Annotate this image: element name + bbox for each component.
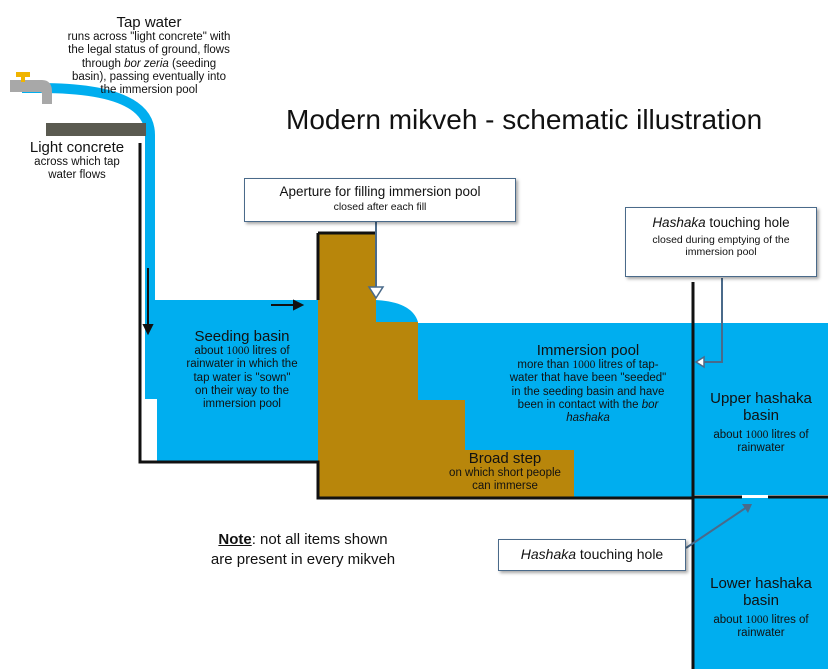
- note-label: Note: not all items shown are present in…: [183, 530, 423, 569]
- lower-hashaka-label: Lower hashaka basin about 1000 litres of…: [694, 575, 828, 640]
- lower-hashaka-line-2: rainwater: [737, 626, 785, 639]
- broad-step-line-1: on which short people: [449, 467, 561, 480]
- lower-hashaka-heading-2: basin: [743, 592, 779, 610]
- tap-water-heading: Tap water: [116, 14, 182, 31]
- hashaka-hole-arrow-bottom: [685, 504, 752, 549]
- tap-water-line-1: runs across "light concrete" with: [67, 31, 231, 44]
- aperture-callout: Aperture for filling immersion pool clos…: [244, 178, 516, 222]
- seeding-basin-line-3: tap water is "sown": [193, 371, 291, 384]
- light-concrete-label: Light concrete across which tap water fl…: [12, 139, 142, 183]
- note-line-2: are present in every mikveh: [210, 550, 396, 568]
- seeding-basin-line-4: on their way to the: [195, 384, 289, 397]
- immersion-pool-line-2: water that have been "seeded": [509, 372, 667, 385]
- light-concrete-slab: [46, 123, 146, 136]
- upper-hashaka-label: Upper hashaka basin about 1000 litres of…: [694, 390, 828, 455]
- flow-arrows: [142, 268, 305, 336]
- immersion-pool-label: Immersion pool more than 1000 litres of …: [493, 342, 683, 425]
- immersion-pool-line-5: hashaka: [566, 412, 610, 425]
- tap-water-line-5: the immersion pool: [100, 84, 198, 97]
- light-concrete-heading: Light concrete: [29, 139, 125, 156]
- hashaka-hole-top-line-2: immersion pool: [685, 246, 757, 258]
- faucet-handle-icon: [16, 72, 30, 77]
- broad-step-heading: Broad step: [468, 450, 542, 467]
- hashaka-hole-top-callout: Hashaka touching hole closed during empt…: [625, 207, 817, 277]
- lower-hashaka-heading-1: Lower hashaka: [710, 575, 812, 592]
- hashaka-hole-top-line-1: closed during emptying of the: [652, 234, 790, 246]
- immersion-pool-line-4: been in contact with the bor: [517, 398, 659, 411]
- seeding-basin-line-2: rainwater in which the: [186, 358, 298, 371]
- seeding-basin-line-5: immersion pool: [203, 398, 281, 411]
- diagram-title: Modern mikveh - schematic illustration: [286, 104, 763, 135]
- immersion-pool-line-3: in the seeding basin and have: [511, 385, 665, 398]
- upper-hashaka-line-2: rainwater: [737, 441, 785, 454]
- hashaka-hole-bottom-label: Hashaka touching hole: [520, 546, 664, 562]
- upper-hashaka-line-1: about 1000 litres of: [713, 428, 809, 441]
- immersion-pool-heading: Immersion pool: [536, 342, 640, 359]
- immersion-pool-line-1: more than 1000 litres of tap-: [517, 359, 659, 372]
- broad-step-line-2: can immerse: [472, 480, 538, 493]
- aperture-desc: closed after each fill: [333, 201, 427, 213]
- tap-water-label: Tap water runs across "light concrete" w…: [34, 14, 264, 97]
- light-concrete-line-2: water flows: [48, 169, 106, 182]
- tap-water-line-3: through bor zeria (seeding: [81, 57, 217, 70]
- seeding-basin-label: Seeding basin about 1000 litres of rainw…: [172, 328, 312, 411]
- upper-hashaka-heading-1: Upper hashaka: [710, 390, 812, 407]
- note-line-1: Note: not all items shown: [218, 531, 388, 548]
- aperture-arrow: [367, 222, 385, 300]
- tap-water-line-2: the legal status of ground, flows: [68, 44, 230, 57]
- upper-hashaka-heading-2: basin: [743, 407, 779, 425]
- faucet-icon: [10, 80, 52, 104]
- aperture-water-flow: [318, 300, 418, 322]
- seeding-basin-water: [157, 300, 318, 462]
- hashaka-hole-top-heading: Hashaka touching hole: [652, 215, 790, 230]
- seeding-basin-line-1: about 1000 litres of: [194, 345, 290, 358]
- lower-hashaka-water: [693, 498, 828, 669]
- hashaka-hole-bottom-callout: Hashaka touching hole: [498, 539, 686, 571]
- seeding-basin-heading: Seeding basin: [194, 328, 290, 345]
- lower-hashaka-line-1: about 1000 litres of: [713, 613, 809, 626]
- tap-water-line-4: basin), passing eventually into: [71, 70, 227, 83]
- mikveh-walls: [138, 143, 828, 669]
- aperture-heading: Aperture for filling immersion pool: [279, 184, 481, 199]
- hashaka-hole-arrow-top: [694, 278, 723, 369]
- upper-hashaka-water: [693, 323, 828, 495]
- tap-water-pipe: [22, 83, 161, 399]
- stepped-concrete-block: [318, 233, 574, 497]
- broad-step-label: Broad step on which short people can imm…: [440, 450, 570, 494]
- light-concrete-line-1: across which tap: [34, 156, 120, 169]
